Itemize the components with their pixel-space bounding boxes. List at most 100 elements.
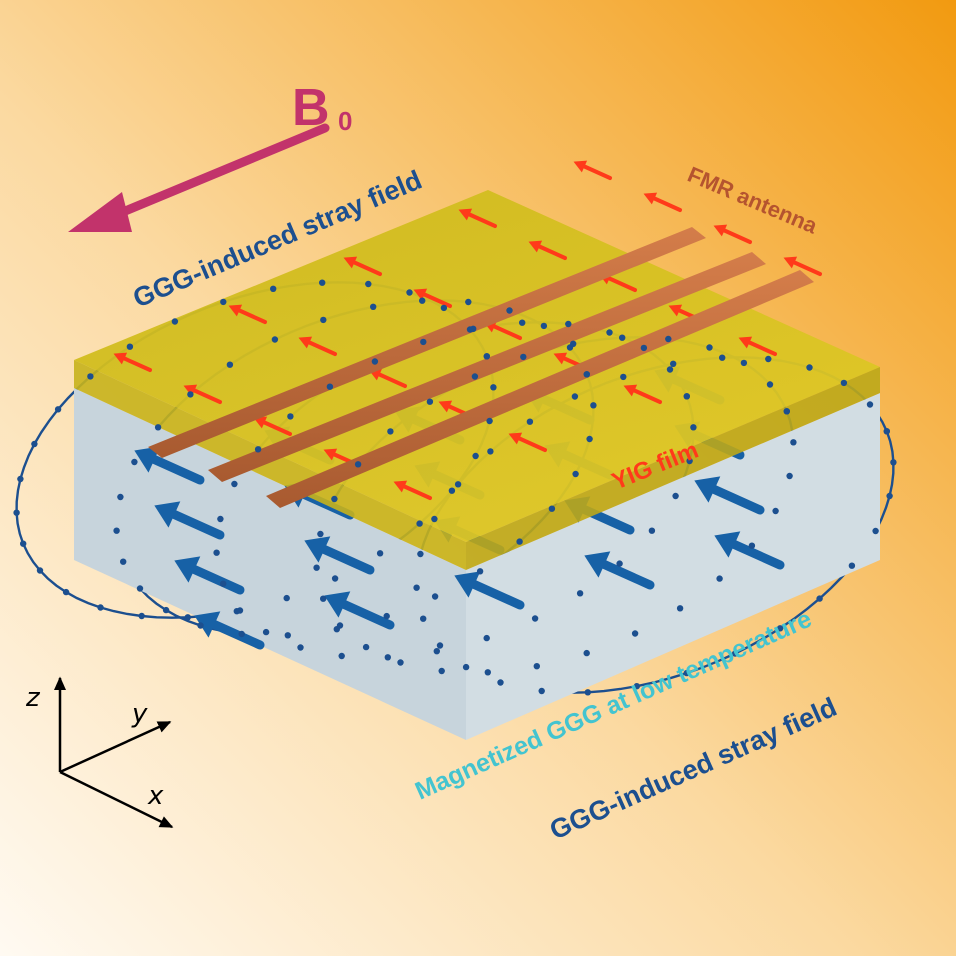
stray-field-dot [376,550,384,557]
stray-field-dot [262,628,270,636]
stray-field-dot [320,595,327,602]
stray-field-dot [287,413,294,420]
stray-field-dot [583,371,590,378]
stray-field-dot [231,480,238,488]
stray-field-dot [487,448,494,455]
stray-field-dot [565,320,572,328]
stray-field-dot [387,428,394,435]
yig-arrow [393,480,432,500]
stray-field-dot [476,568,484,575]
axis-y-label: y [131,699,148,729]
axis-z-label: z [25,683,41,713]
stray-field-dot [297,644,304,651]
stray-field-dot [338,652,345,660]
yig-arrow [783,256,822,276]
stray-field-dot [690,424,697,431]
stray-field-dot [406,289,413,296]
yig-arrow [573,160,612,180]
stray-field-dot [220,298,227,306]
stray-field-dot [117,493,124,501]
yig-arrow [113,352,152,372]
b0-arrow-shaft [113,123,330,219]
stray-field-dot [283,594,290,602]
ggg-right-face [466,393,880,740]
yig-arrow [343,256,382,276]
stray-field-dot [426,398,434,405]
stray-field-dot [590,402,597,409]
stray-field-dot [883,428,890,435]
stray-field-dot [483,634,490,642]
stray-field-dot [236,607,244,614]
stray-field-dot [17,475,24,483]
antenna-strip-3 [266,270,814,508]
stray-field-dot [62,588,70,596]
stray-field-dot [731,650,739,657]
stray-field-dot [538,687,545,695]
stray-field-dot [36,567,44,574]
stray-field-loops-front [13,279,897,696]
stray-field-dot [371,358,379,365]
b0-label: B [292,79,330,137]
stray-field-dot [365,280,372,288]
stray-field-dot [765,355,772,363]
stray-field-dot [776,625,784,632]
stray-field-dot [138,612,145,620]
stray-field-dot [748,542,756,549]
stray-field-dot [548,505,556,512]
stray-field-dot [886,492,893,500]
stray-field-dot [238,630,245,638]
yig-arrow [298,336,337,356]
stray-field-dot [87,373,94,380]
stray-field-dot [20,540,27,547]
stray-field-dot [13,509,20,516]
stray-field-dot [431,593,439,600]
stray-field-dot [872,527,879,535]
stray-field-dot [217,515,224,523]
b0-subscript: 0 [338,106,352,136]
stray-field-dot [606,329,613,336]
stray-field-dot [413,584,420,591]
stray-field-dot [840,379,848,387]
stray-field-dot [783,408,790,415]
stray-field-dot [136,585,144,592]
stray-field-dot [284,632,291,639]
antenna-strip-1 [148,227,706,458]
stray-field-dot [806,364,813,371]
yig-arrow [738,336,777,356]
stray-field-dot [97,604,104,611]
stray-field-dot [572,470,579,478]
stray-field-dot [420,615,427,622]
stray-field-dot [187,391,194,398]
stray-field-dot [197,622,204,629]
stray-field-dot [420,338,427,346]
stray-field-dot [526,418,534,425]
stray-field-dot [520,353,527,361]
stray-field-dot [383,612,390,620]
ggg-arrow [584,551,655,590]
axis-x-line [59,770,174,829]
coordinate-axes [54,676,174,829]
stray-field-dot [417,550,424,558]
stray-field-dot [506,307,513,314]
stray-field-dot [683,393,690,400]
stray-field-dot [571,393,579,400]
yig-arrow [458,208,497,228]
stray-field-dot [740,359,748,367]
stray-field-dot [633,683,640,690]
stray-field-dot [254,446,262,453]
stray-field-dot [438,667,445,675]
stray-field-dot [706,344,713,351]
stray-field-dot [866,401,874,408]
stray-field-dot [326,383,334,390]
stray-field-dot [848,562,856,569]
stray-field-dot [431,515,438,523]
stray-field-dot [313,564,320,571]
stray-field-dot [719,354,726,361]
stray-field-dot [126,343,134,350]
yig-right-edge [466,367,880,570]
stray-field-dot [619,334,626,341]
stray-field-dot [436,642,444,649]
antenna-strip-2 [208,252,766,482]
stray-field-dot [270,285,277,292]
